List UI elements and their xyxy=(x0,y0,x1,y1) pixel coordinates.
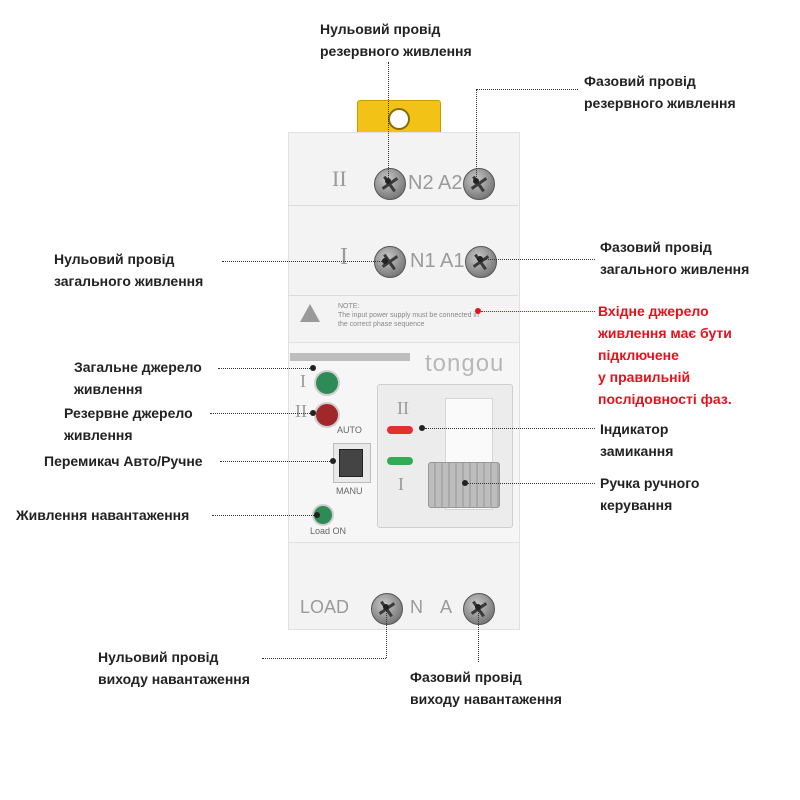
callout-manual-handle: Ручка ручного керування xyxy=(600,475,700,513)
note-text: The input power supply must be connected… xyxy=(338,312,479,328)
row2-roman-label: II xyxy=(332,166,347,191)
bottom-n-label: N xyxy=(410,597,423,617)
leader-line xyxy=(220,461,330,462)
terminal-screw-a2[interactable] xyxy=(463,168,495,200)
leader-line xyxy=(212,515,314,516)
window-ii-label: II xyxy=(397,398,409,418)
callout-neutral-backup: Нульовий провід резервного живлення xyxy=(320,21,472,59)
leader-line xyxy=(210,413,312,414)
leader-dot xyxy=(475,308,481,314)
led-ii-label: II xyxy=(295,401,307,421)
leader-dot xyxy=(419,425,425,431)
callout-auto-manual: Перемикач Авто/Ручне xyxy=(44,453,203,469)
terminal-label-a2: A2 xyxy=(438,172,463,194)
leader-line xyxy=(262,658,386,659)
window-i-label: I xyxy=(398,474,404,494)
callout-phase-main: Фазовий провід загального живлення xyxy=(600,239,750,277)
callout-phase-load: Фазовий провід виходу навантаження xyxy=(410,669,562,707)
lock-indicator-green xyxy=(387,457,413,465)
leader-line xyxy=(476,89,477,179)
callout-neutral-load: Нульовий провід виходу навантаження xyxy=(98,649,250,687)
leader-dot xyxy=(310,365,316,371)
leader-dot xyxy=(330,458,336,464)
terminal-screw-a1[interactable] xyxy=(465,246,497,278)
terminal-label-n1: N1 xyxy=(410,250,436,272)
lever-hole-icon xyxy=(388,108,410,130)
leader-dot xyxy=(473,178,479,184)
callout-phase-warning: Вхідне джерело живлення має бути підключ… xyxy=(598,303,732,407)
divider xyxy=(288,205,518,206)
leader-line xyxy=(386,610,387,658)
brand-logo: tongou xyxy=(425,350,505,377)
leader-line xyxy=(222,261,382,262)
leader-line xyxy=(478,610,479,662)
lock-indicator-red xyxy=(387,426,413,434)
leader-line xyxy=(218,368,310,369)
switch-manu-label: MANU xyxy=(336,486,363,496)
callout-lock-indicator: Індикатор замикання xyxy=(600,421,674,459)
terminal-label-n2: N2 xyxy=(408,172,434,194)
leader-dot xyxy=(475,604,481,610)
front-top-strip xyxy=(290,353,410,361)
leader-line xyxy=(481,311,595,312)
bottom-load-label: LOAD xyxy=(300,597,350,617)
switch-slider[interactable] xyxy=(339,449,363,477)
divider xyxy=(288,295,518,296)
terminal-screw-n1[interactable] xyxy=(374,246,406,278)
callout-backup-source: Резервне джерело живлення xyxy=(64,405,193,443)
callout-load-power: Живлення навантаження xyxy=(16,507,190,523)
terminal-screw-n2[interactable] xyxy=(374,168,406,200)
row1-roman-label: I xyxy=(340,244,348,270)
leader-line xyxy=(476,89,578,90)
main-source-led xyxy=(314,370,340,396)
callout-neutral-main: Нульовий провід загального живлення xyxy=(54,251,204,289)
warning-triangle-icon xyxy=(300,304,320,322)
leader-dot xyxy=(314,512,320,518)
leader-dot xyxy=(382,258,388,264)
leader-line xyxy=(388,62,389,178)
terminal-label-a1: A1 xyxy=(440,250,465,272)
switch-auto-label: AUTO xyxy=(337,425,362,435)
callout-main-source: Загальне джерело живлення xyxy=(74,359,202,397)
backup-source-led xyxy=(314,402,340,428)
led-i-label: I xyxy=(300,371,306,391)
leader-dot xyxy=(462,480,468,486)
bottom-a-label: A xyxy=(440,597,453,617)
leader-dot xyxy=(385,178,391,184)
leader-dot xyxy=(383,604,389,610)
leader-line xyxy=(483,259,595,260)
leader-dot xyxy=(477,256,483,262)
leader-dot xyxy=(310,410,316,416)
note-title: NOTE: xyxy=(338,303,360,310)
leader-line xyxy=(468,483,595,484)
callout-phase-backup: Фазовий провід резервного живлення xyxy=(584,73,736,111)
leader-line xyxy=(425,428,595,429)
load-on-label: Load ON xyxy=(310,526,347,536)
